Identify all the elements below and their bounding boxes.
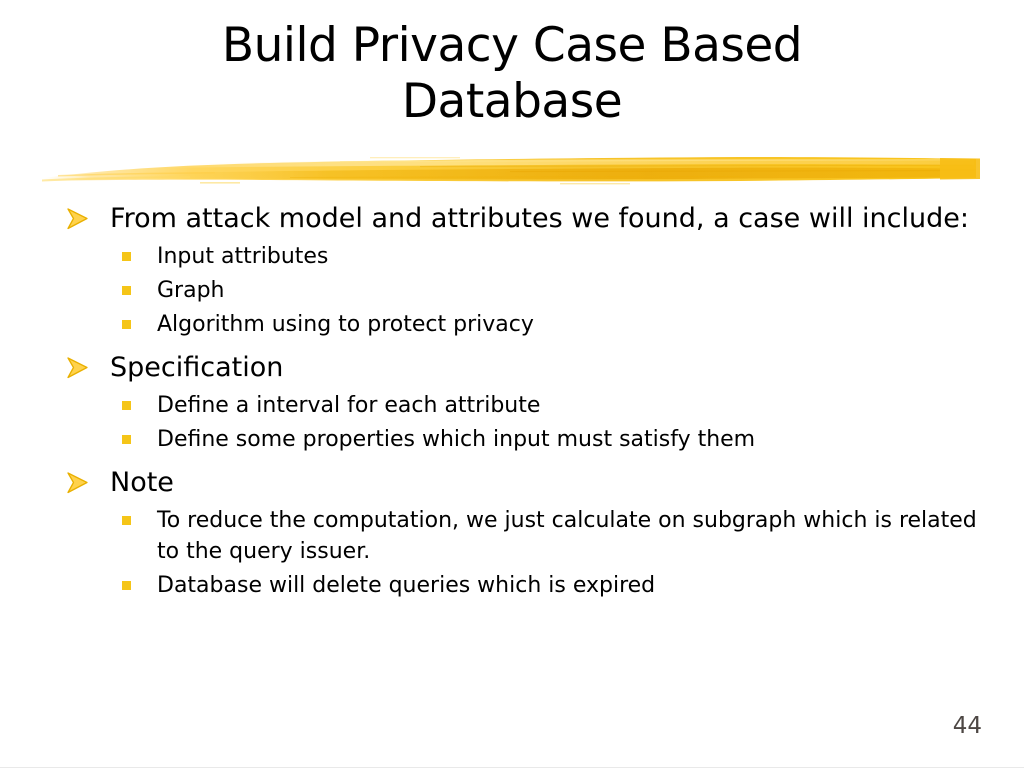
bullet-level2: To reduce the computation, we just calcu… (62, 505, 982, 567)
sub-bullet-list: To reduce the computation, we just calcu… (62, 505, 982, 601)
bullet-text: Define a interval for each attribute (157, 393, 541, 418)
square-bullet-icon (122, 320, 131, 329)
bullet-group-2: Specification Define a interval for each… (62, 349, 982, 455)
bullet-level2: Algorithm using to protect privacy (62, 309, 982, 340)
bullet-level2: Define a interval for each attribute (62, 390, 982, 421)
bullet-group-1: From attack model and attributes we foun… (62, 200, 982, 340)
bullet-text: Algorithm using to protect privacy (157, 312, 534, 337)
bullet-text: Database will delete queries which is ex… (157, 573, 656, 598)
title-line-2: Database (401, 74, 623, 129)
square-bullet-icon (122, 252, 131, 261)
bullet-level1: From attack model and attributes we foun… (62, 200, 972, 237)
page-title: Build Privacy Case Based Database (60, 18, 964, 130)
bullet-level2: Input attributes (62, 241, 982, 272)
bullet-text: Graph (157, 278, 225, 303)
arrow-bullet-icon (66, 357, 90, 379)
bullet-text: Input attributes (157, 244, 329, 269)
bullet-level2: Database will delete queries which is ex… (62, 570, 982, 601)
page-number: 44 (952, 713, 982, 739)
bullet-text: Define some properties which input must … (157, 427, 756, 452)
arrow-bullet-icon (66, 472, 90, 494)
bullet-level1: Specification (62, 349, 972, 386)
bullet-text: Note (110, 467, 174, 498)
bullet-text: Specification (110, 352, 284, 383)
slide-body: From attack model and attributes we foun… (62, 200, 982, 604)
bullet-text: From attack model and attributes we foun… (110, 203, 969, 234)
arrow-bullet-icon (66, 208, 90, 230)
square-bullet-icon (122, 286, 131, 295)
bullet-text: To reduce the computation, we just calcu… (157, 508, 977, 564)
square-bullet-icon (122, 516, 131, 525)
bullet-level2: Define some properties which input must … (62, 424, 982, 455)
bullet-level2: Graph (62, 275, 982, 306)
square-bullet-icon (122, 401, 131, 410)
sub-bullet-list: Define a interval for each attribute Def… (62, 390, 982, 455)
bullet-level1: Note (62, 464, 972, 501)
title-line-1: Build Privacy Case Based (221, 18, 803, 73)
square-bullet-icon (122, 581, 131, 590)
bullet-group-3: Note To reduce the computation, we just … (62, 464, 982, 601)
brush-stroke-divider (40, 148, 984, 192)
square-bullet-icon (122, 435, 131, 444)
sub-bullet-list: Input attributes Graph Algorithm using t… (62, 241, 982, 340)
